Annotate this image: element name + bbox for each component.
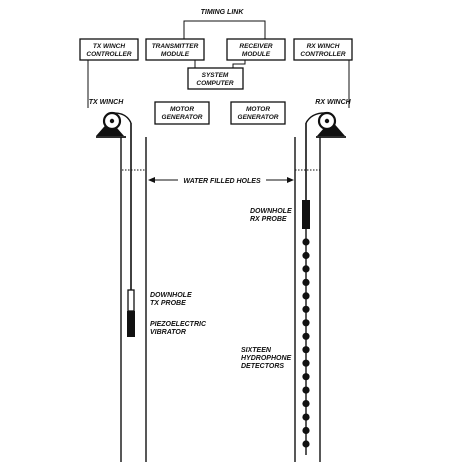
left-borehole bbox=[120, 137, 147, 462]
system-computer-label-2: COMPUTER bbox=[196, 80, 234, 87]
transmitter-module-label-1: TRANSMITTER bbox=[152, 43, 199, 50]
hydrophone-detector-13 bbox=[302, 400, 310, 408]
piezoelectric-vibrator-label-2: VIBRATOR bbox=[150, 329, 186, 336]
right-borehole bbox=[294, 137, 321, 462]
downhole-tx-probe-label-2: TX PROBE bbox=[150, 300, 186, 307]
downhole-rx-probe bbox=[302, 200, 310, 229]
downhole-tx-probe bbox=[127, 289, 135, 312]
rx-winch-label: RX WINCH bbox=[315, 99, 351, 106]
rx-winch-controller-label-2: CONTROLLER bbox=[300, 51, 345, 58]
receiver-module-box: RECEIVER MODULE bbox=[226, 38, 286, 61]
tx-winch-controller-label-1: TX WINCH bbox=[93, 43, 125, 50]
tx-winch-controller-box: TX WINCH CONTROLLER bbox=[79, 38, 139, 61]
tx-probe-callout: DOWNHOLE TX PROBE bbox=[150, 292, 192, 307]
hydrophone-detector-10 bbox=[302, 359, 310, 367]
rx-winch: RX WINCH bbox=[315, 99, 352, 136]
transmitter-module-label-2: MODULE bbox=[161, 51, 190, 58]
hydrophone-detector-6 bbox=[302, 305, 310, 313]
hydrophone-detector-16 bbox=[302, 440, 310, 448]
hydrophone-callout: SIXTEEN HYDROPHONE DETECTORS bbox=[241, 347, 292, 370]
hydrophone-detector-8 bbox=[302, 332, 310, 340]
hydrophone-detector-9 bbox=[302, 346, 310, 354]
hydrophone-detector-11 bbox=[302, 373, 310, 381]
rx-winch-controller-box: RX WINCH CONTROLLER bbox=[293, 38, 353, 61]
rx-winch-controller-label-1: RX WINCH bbox=[307, 43, 340, 50]
hydrophone-detector-12 bbox=[302, 386, 310, 394]
receiver-module-label-1: RECEIVER bbox=[239, 43, 273, 50]
downhole-rx-probe-label-2: RX PROBE bbox=[250, 216, 287, 223]
water-filled-holes-label: WATER FILLED HOLES bbox=[183, 178, 261, 185]
rx-cable bbox=[305, 112, 328, 200]
vibrator-callout: PIEZOELECTRIC VIBRATOR bbox=[150, 321, 207, 336]
piezoelectric-vibrator-label-1: PIEZOELECTRIC bbox=[150, 321, 207, 328]
motor-generator-right-label-2: GENERATOR bbox=[238, 114, 279, 121]
motor-generator-right-label-1: MOTOR bbox=[246, 106, 270, 113]
hydrophone-array bbox=[302, 238, 310, 448]
controller-winch-links bbox=[87, 60, 350, 108]
motor-generator-left-box: MOTOR GENERATOR bbox=[154, 101, 210, 125]
hydrophone-detector-7 bbox=[302, 319, 310, 327]
receiver-module-label-2: MODULE bbox=[242, 51, 271, 58]
downhole-tx-probe-label-1: DOWNHOLE bbox=[150, 292, 192, 299]
hydrophone-detector-1 bbox=[302, 238, 310, 246]
tx-winch-controller-label-2: CONTROLLER bbox=[86, 51, 131, 58]
hydrophone-detector-15 bbox=[302, 426, 310, 435]
system-computer-box: SYSTEM COMPUTER bbox=[187, 67, 244, 90]
hydrophone-detector-2 bbox=[302, 251, 310, 260]
tx-winch: TX WINCH bbox=[89, 99, 125, 136]
transmitter-module-box: TRANSMITTER MODULE bbox=[145, 38, 205, 61]
rx-probe-callout: DOWNHOLE RX PROBE bbox=[250, 208, 292, 223]
hydrophone-detector-5 bbox=[302, 292, 310, 300]
tx-cable bbox=[111, 112, 132, 290]
hydrophone-detector-14 bbox=[302, 413, 310, 421]
module-connectors bbox=[194, 60, 246, 68]
hydrophone-label-2: HYDROPHONE bbox=[241, 355, 292, 362]
downhole-rx-probe-label-1: DOWNHOLE bbox=[250, 208, 292, 215]
hydrophone-detector-4 bbox=[302, 278, 310, 286]
timing-link: TIMING LINK bbox=[183, 9, 266, 39]
motor-generator-right-box: MOTOR GENERATOR bbox=[230, 101, 286, 125]
timing-link-label: TIMING LINK bbox=[201, 9, 245, 16]
piezoelectric-vibrator bbox=[127, 311, 135, 337]
hydrophone-label-1: SIXTEEN bbox=[241, 347, 272, 354]
motor-generator-left-label-2: GENERATOR bbox=[162, 114, 203, 121]
water-filled-holes-callout: WATER FILLED HOLES bbox=[148, 177, 294, 185]
system-computer-label-1: SYSTEM bbox=[202, 72, 229, 79]
motor-generator-left-label-1: MOTOR bbox=[170, 106, 194, 113]
hydrophone-label-3: DETECTORS bbox=[241, 363, 284, 370]
tx-winch-label: TX WINCH bbox=[89, 99, 125, 106]
hydrophone-detector-3 bbox=[302, 265, 310, 273]
